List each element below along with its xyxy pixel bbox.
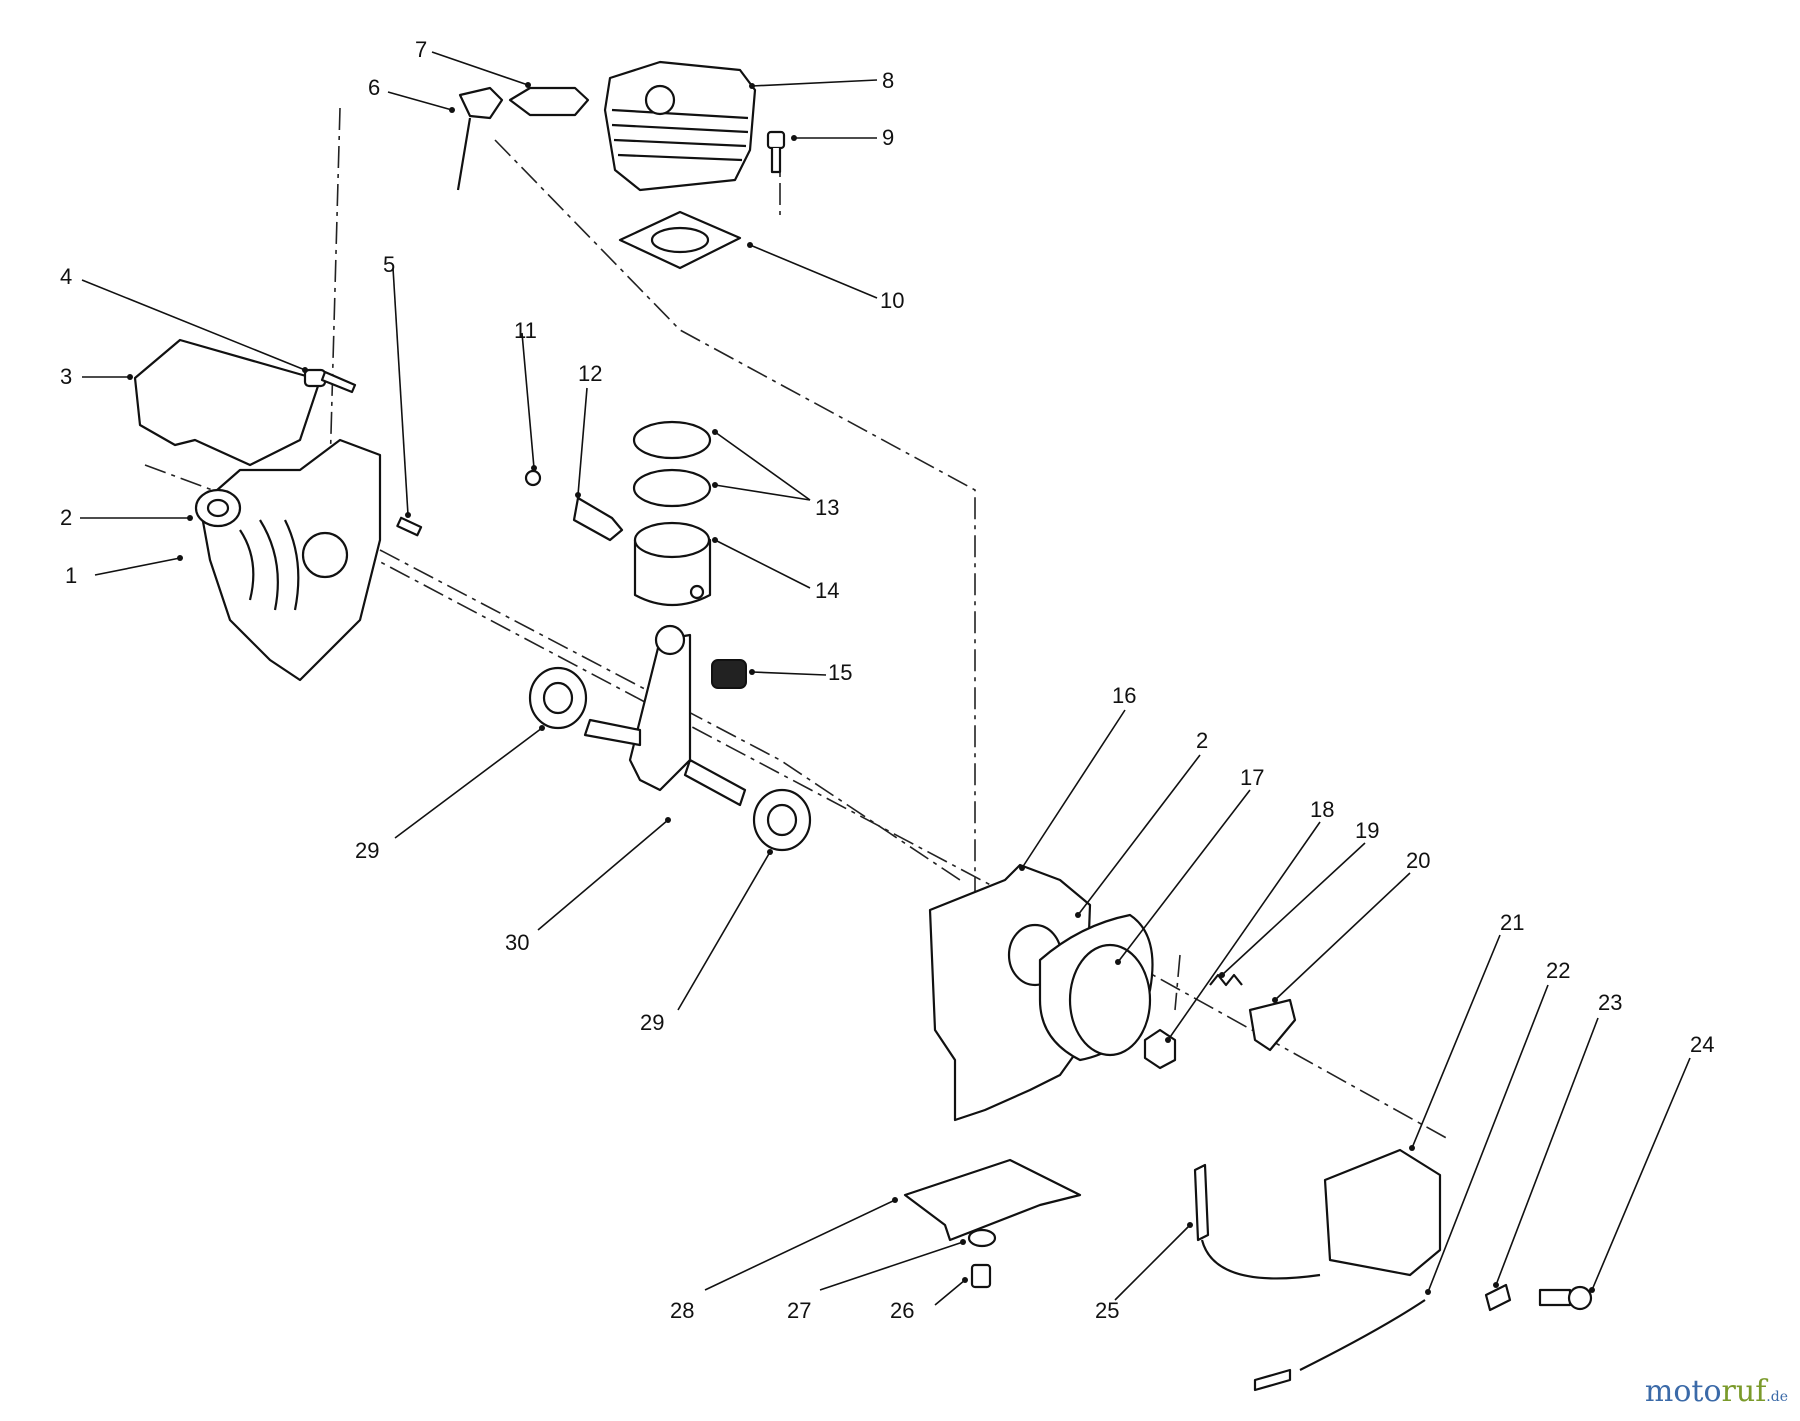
- part-label: 30: [505, 930, 529, 955]
- part-label: 20: [1406, 848, 1430, 873]
- part-label: 16: [1112, 683, 1136, 708]
- part-label: 8: [882, 68, 894, 93]
- part-bolt-4: [303, 368, 357, 394]
- part-seal-2-left: [194, 488, 242, 528]
- part-label: 5: [383, 252, 395, 277]
- axis-line: [494, 139, 976, 1030]
- part-needle-bearing-15: [711, 659, 747, 689]
- part-label: 2: [1196, 728, 1208, 753]
- part-screw-26: [970, 1263, 992, 1289]
- part-label: 10: [880, 288, 904, 313]
- part-flywheel-17: [1038, 913, 1154, 1062]
- part-screw-9: [766, 130, 786, 174]
- part-label: 29: [355, 838, 379, 863]
- part-label: 4: [60, 264, 72, 289]
- part-crankcase-left: [198, 438, 382, 682]
- part-switch-wire-25: [1193, 1163, 1321, 1280]
- part-label: 15: [828, 660, 852, 685]
- part-label: 21: [1500, 910, 1524, 935]
- part-piston-rings-13: [632, 420, 712, 508]
- watermark-part-2: ruf: [1721, 1374, 1767, 1409]
- part-label: 7: [415, 37, 427, 62]
- part-piston-14: [633, 521, 712, 607]
- part-terminal-23: [1484, 1283, 1512, 1312]
- part-bracket-28: [903, 1158, 1082, 1242]
- part-label: 24: [1690, 1032, 1714, 1057]
- part-label: 9: [882, 125, 894, 150]
- part-label: 28: [670, 1298, 694, 1323]
- part-washer-27: [967, 1228, 997, 1248]
- watermark-part-3: .de: [1766, 1389, 1788, 1405]
- part-label: 26: [890, 1298, 914, 1323]
- part-label: 6: [368, 75, 380, 100]
- part-label: 3: [60, 364, 72, 389]
- part-cylinder-8: [603, 60, 757, 192]
- part-screw-24: [1538, 1285, 1593, 1311]
- part-label: 1: [65, 563, 77, 588]
- part-label: 29: [640, 1010, 664, 1035]
- part-wire-22: [1253, 1299, 1426, 1392]
- part-label: 18: [1310, 797, 1334, 822]
- part-pin-5: [396, 516, 423, 537]
- part-label: 22: [1546, 958, 1570, 983]
- part-clip-11: [524, 469, 542, 487]
- part-label: 11: [514, 318, 537, 343]
- part-label: 27: [787, 1298, 811, 1323]
- leader-lines: [80, 51, 1691, 1306]
- part-ignition-module-21: [1323, 1148, 1442, 1277]
- part-label: 17: [1240, 765, 1264, 790]
- motoruf-watermark: motoruf.de: [1645, 1374, 1788, 1409]
- part-label: 13: [815, 495, 839, 520]
- part-label: 2: [60, 505, 72, 530]
- part-spark-plug-7: [508, 86, 590, 117]
- part-bearing-29-right: [752, 788, 812, 852]
- axis-line: [1174, 954, 1181, 1011]
- part-label: 19: [1355, 818, 1379, 843]
- part-number-labels: 1 2 3 4 5 6 7 8 9 10 11 12 13 14 15 16 2…: [60, 37, 1714, 1323]
- part-pawl-20: [1248, 998, 1297, 1052]
- part-label: 23: [1598, 990, 1622, 1015]
- part-gasket-10: [618, 210, 742, 270]
- part-gasket-3: [133, 338, 322, 467]
- part-spring-19: [1209, 973, 1243, 987]
- part-label: 12: [578, 361, 602, 386]
- part-plug-cap-6: [456, 86, 504, 191]
- part-wrist-pin-12: [572, 496, 624, 542]
- watermark-part-1: moto: [1644, 1374, 1722, 1409]
- part-bearing-29-left: [528, 666, 588, 730]
- part-label: 25: [1095, 1298, 1119, 1323]
- part-crankshaft-30: [583, 624, 747, 807]
- part-label: 14: [815, 578, 839, 603]
